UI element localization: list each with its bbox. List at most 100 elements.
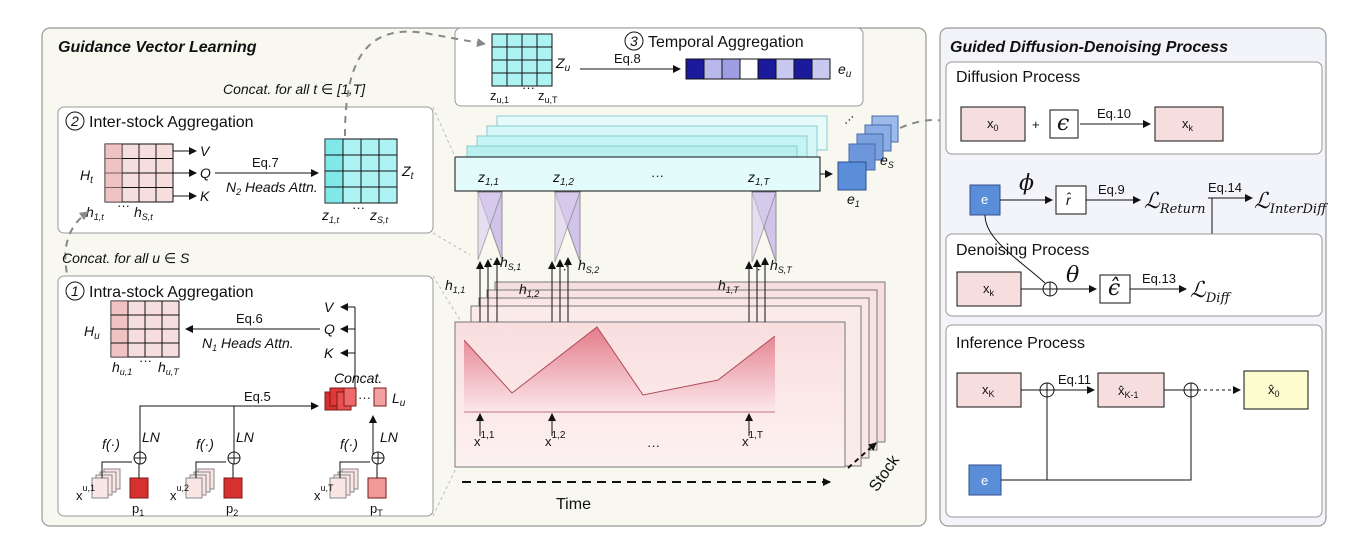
e-cube-stack (837, 115, 899, 191)
inference-process-box: Inference Process xK Eq.11 x̂K-1 x̂0 e (945, 324, 1323, 518)
temporal-number: 3 (630, 33, 638, 49)
ht-label: Ht (80, 167, 94, 186)
diff-xk: xk (1182, 116, 1194, 133)
h-1-2: h1,2 (519, 281, 539, 299)
x-input-label: xu,2 (170, 483, 189, 503)
inter-stock-box: 2 Inter-stock Aggregation Ht h1,t ··· hS… (57, 106, 434, 234)
inter-heads: N2 Heads Attn. (226, 179, 318, 197)
concat-t-arrow (344, 30, 486, 137)
eq5-label: Eq.5 (244, 389, 271, 404)
intra-k: K (324, 345, 334, 361)
z-1-T: z1,T (747, 169, 770, 188)
p-input-label: p1 (132, 501, 144, 518)
ht-matrix (104, 143, 174, 203)
lu-concat-cubes (324, 387, 387, 411)
stock-arrow (847, 442, 877, 469)
h-dots-1: ··· (478, 253, 497, 272)
center-up-arrows (476, 257, 769, 436)
x-cube (329, 477, 347, 499)
p-input-label: p2 (226, 501, 238, 518)
f-connector (195, 461, 226, 478)
time-label: Time (556, 496, 591, 513)
ht-col-last: hS,t (134, 204, 153, 222)
x-1-1: x1,1 (474, 430, 495, 449)
x-ellipsis: ··· (647, 438, 660, 453)
mid-e: e (981, 192, 988, 207)
z-1-2: z1,2 (552, 169, 574, 188)
f-label: f(·) (340, 436, 358, 452)
eu-cell (739, 58, 759, 80)
denoising-process-box: Denoising Process xk θ ϵ̂ Eq.13 ℒDiff (945, 214, 1323, 317)
inf-xK: xK (982, 382, 995, 399)
zt-dots: ··· (352, 200, 365, 215)
concat-label: Concat. (334, 370, 382, 386)
attention-triangles (477, 191, 777, 263)
zu-col-first: zu,1 (490, 88, 509, 105)
x-input-label: xu,T (314, 483, 334, 503)
eq13-label: Eq.13 (1142, 271, 1176, 286)
e-1-label: e1 (847, 191, 860, 209)
diffusion-title: Diffusion Process (956, 69, 1080, 86)
ht-dots: ··· (117, 198, 130, 213)
intra-title: Intra-stock Aggregation (89, 284, 254, 301)
ht-col-first: h1,t (86, 204, 104, 222)
eu-cell (757, 58, 777, 80)
intra-number: 1 (71, 283, 79, 299)
zu-label: Zu (555, 55, 571, 74)
x-input-label: xu,1 (76, 483, 95, 503)
hu-matrix (110, 300, 180, 358)
eu-vector (685, 58, 831, 80)
hu-col-last: hu,T (158, 359, 180, 377)
z-1-1: z1,1 (477, 169, 499, 188)
f-label: f(·) (196, 436, 214, 452)
denoising-title: Denoising Process (956, 242, 1089, 259)
x-cube (185, 477, 203, 499)
zt-col-last: zS,t (369, 207, 389, 225)
diff-eps: ϵ (1057, 111, 1069, 136)
f-connector (101, 461, 132, 478)
p-input-label: pT (370, 501, 383, 518)
hu-dots: ··· (139, 353, 152, 368)
l-interdiff: ℒInterDiff (1254, 189, 1329, 217)
hu-col-first: hu,1 (112, 359, 132, 377)
price-wave (464, 327, 775, 412)
inf-x0: x̂0 (1268, 382, 1280, 399)
den-xk: xk (983, 281, 995, 298)
h-S-T: hS,T (770, 257, 793, 275)
inter-v: V (200, 143, 211, 159)
eq10-label: Eq.10 (1097, 106, 1131, 121)
inference-title: Inference Process (956, 335, 1085, 352)
x-cube (91, 477, 109, 499)
h-1-T: h1,T (718, 277, 740, 295)
theta-symbol: θ (1066, 263, 1079, 288)
return-branch: e ϕ r̂ Eq.9 ℒReturn Eq.14 ℒInterDiff (969, 171, 1329, 286)
concat-u-arrow (64, 211, 89, 286)
intra-stock-box: 1 Intra-stock Aggregation Hu hu,1 ··· hu… (57, 275, 434, 518)
phi-symbol: ϕ (1019, 171, 1034, 196)
intra-v: V (324, 299, 335, 315)
eu-cell (685, 58, 705, 80)
zt-matrix (324, 138, 398, 204)
eq7-label: Eq.7 (252, 155, 279, 170)
intra-q: Q (324, 321, 335, 337)
p-cube (367, 477, 387, 499)
center-stack: z1,1 z1,2 ··· z1,T hS,1 (432, 106, 967, 517)
inf-xK1: x̂K-1 (1118, 383, 1139, 400)
zt-label: Zt (401, 163, 415, 182)
h-dots-3: ··· (750, 256, 769, 275)
intra-heads: N1 Heads Attn. (202, 335, 294, 353)
inter-k: K (200, 188, 210, 204)
inter-number: 2 (70, 113, 79, 129)
zu-col-last: zu,T (538, 88, 558, 105)
lu-dots: ··· (358, 390, 371, 405)
f-connector (339, 461, 370, 478)
eu-cell (703, 58, 723, 80)
z-ellipsis: ··· (651, 168, 664, 183)
z-time-bar (454, 156, 821, 192)
p-cube (129, 477, 149, 499)
guided-diffusion-panel: Guided Diffusion-Denoising Process Diffu… (939, 27, 1329, 527)
